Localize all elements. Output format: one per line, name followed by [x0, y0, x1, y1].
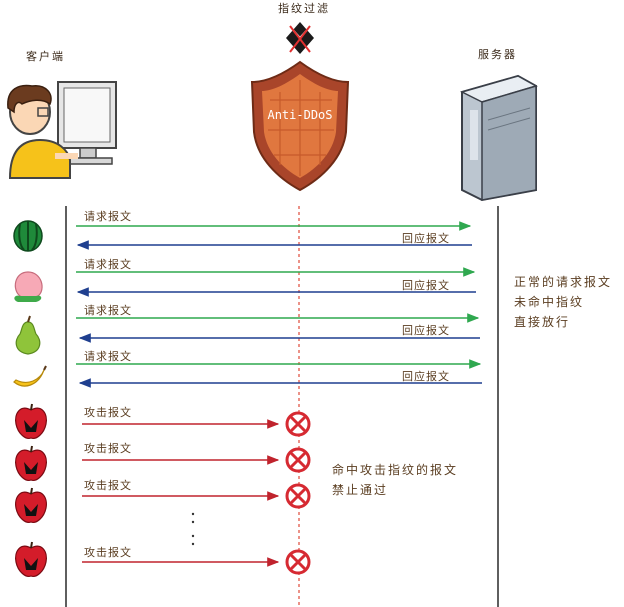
request-label: 请求报文: [84, 304, 132, 317]
response-label: 回应报文: [402, 370, 450, 383]
attack-note: 命中攻击指纹的报文 禁止通过: [332, 460, 458, 500]
response-label: 回应报文: [402, 279, 450, 292]
request-label: 请求报文: [84, 258, 132, 271]
client-label: 客户端: [26, 50, 65, 63]
filter-label: 指纹过滤: [278, 2, 330, 15]
shield-icon: [250, 60, 350, 192]
shield-text: Anti-DDoS: [267, 108, 333, 122]
bad-apple-icon: [15, 403, 47, 439]
request-label: 请求报文: [84, 350, 132, 363]
client-person-icon: [7, 84, 78, 179]
server-label: 服务器: [478, 48, 517, 61]
ellipsis-icon: [191, 512, 195, 546]
banana-icon: [13, 365, 47, 387]
normal-note-line: 直接放行: [514, 315, 571, 329]
block-icon: [285, 549, 311, 575]
normal-note-line: 未命中指纹: [514, 295, 585, 309]
client-computer-icon: [57, 81, 117, 165]
pear-icon: [15, 315, 41, 355]
bad-apple-icon: [15, 541, 47, 577]
bad-apple-icon: [15, 487, 47, 523]
response-label: 回应报文: [402, 232, 450, 245]
peach-icon: [14, 271, 43, 302]
server-icon: [459, 74, 538, 202]
block-icon: [285, 411, 311, 437]
normal-note: 正常的请求报文 未命中指纹 直接放行: [514, 272, 612, 332]
attack-label: 攻击报文: [84, 442, 132, 455]
block-icon: [285, 447, 311, 473]
response-label: 回应报文: [402, 324, 450, 337]
watermelon-icon: [13, 220, 43, 252]
bad-apple-icon: [15, 445, 47, 481]
filter-icon: [286, 22, 314, 54]
normal-note-line: 正常的请求报文: [514, 275, 613, 289]
attack-label: 攻击报文: [84, 546, 132, 559]
block-icon: [285, 483, 311, 509]
request-label: 请求报文: [84, 210, 132, 223]
attack-note-line: 禁止通过: [332, 483, 389, 497]
attack-note-line: 命中攻击指纹的报文: [332, 463, 459, 477]
attack-label: 攻击报文: [84, 479, 132, 492]
attack-label: 攻击报文: [84, 406, 132, 419]
